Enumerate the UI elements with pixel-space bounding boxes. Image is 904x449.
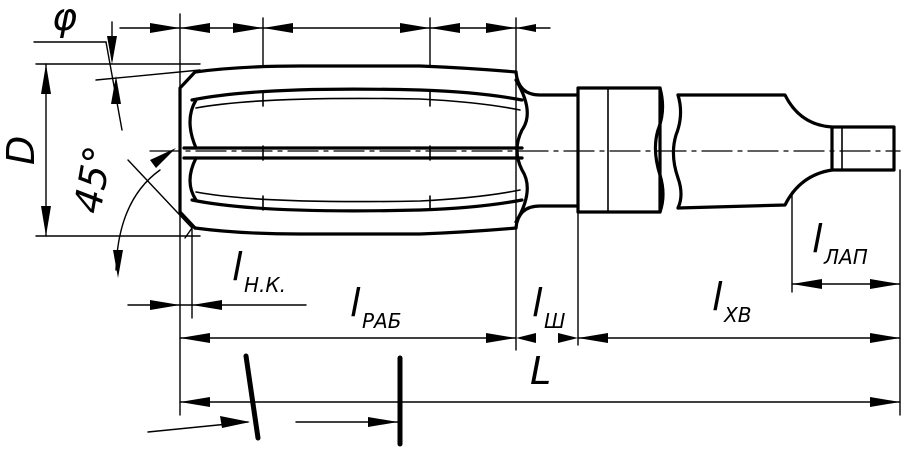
tang-length-dimension: l ЛАП (791, 217, 901, 289)
arrowhead (516, 333, 536, 343)
arrowhead (192, 300, 222, 310)
arrowhead (870, 333, 900, 343)
working-length-dimension: l РАБ (179, 281, 517, 343)
flute-line (190, 198, 524, 213)
angle-dimension: 45° (66, 143, 193, 278)
arrowhead (430, 23, 460, 33)
arrowhead (180, 397, 210, 407)
angle-arc (115, 169, 161, 271)
arrowhead (150, 300, 180, 310)
arrowhead (368, 417, 398, 427)
flutes (182, 87, 524, 213)
neck-top (514, 70, 580, 97)
arrowhead (870, 279, 900, 289)
angle-label: 45° (66, 143, 121, 217)
arrowhead (113, 250, 123, 278)
neck-bottom (514, 204, 580, 230)
arrowhead (41, 206, 51, 236)
neck-length-dimension: l Ш (516, 281, 578, 343)
neck-length-subscript: Ш (544, 309, 565, 333)
bottom-pointers (147, 353, 403, 447)
arrowhead (792, 279, 822, 289)
total-length-label: L (530, 349, 551, 393)
flute-end-right (514, 78, 529, 224)
phi-leader (105, 41, 123, 131)
neck-length-label: l (532, 281, 543, 325)
arrowhead (870, 397, 900, 407)
flute-line (195, 97, 521, 111)
arrowhead (41, 64, 51, 94)
arrowhead (150, 23, 180, 33)
shank-length-subscript: ХВ (723, 303, 751, 327)
break-line-right (671, 93, 683, 210)
top-dimension (119, 23, 551, 33)
shank-length-label: l (712, 275, 723, 319)
arrowhead (578, 333, 608, 343)
angle-leader (127, 159, 193, 229)
phi-label: φ (52, 0, 77, 39)
phi-dimension: φ (33, 0, 201, 131)
arrowhead (400, 23, 430, 33)
working-part-bottom-edge (193, 226, 518, 236)
angle-leader (184, 227, 193, 239)
tang (830, 125, 896, 172)
arrowhead (111, 76, 121, 104)
shank-length-dimension: l ХВ (577, 275, 901, 343)
arrowhead (558, 333, 578, 343)
flute-line (195, 189, 521, 203)
flute-end-left (188, 156, 198, 202)
arrowhead (516, 24, 536, 32)
cutting-chamfer (178, 70, 197, 230)
working-part-top-edge (193, 64, 518, 74)
extension-lines (35, 13, 901, 416)
shank-bottom (676, 168, 834, 210)
arrowhead (486, 23, 516, 33)
chamfer-length-dimension: l Н.К. (127, 245, 307, 310)
arrowhead (107, 36, 117, 64)
arrowhead (263, 23, 293, 33)
working-length-label: l (350, 281, 361, 325)
tool-outline (178, 64, 896, 236)
diameter-label: D (0, 136, 43, 165)
chamfer-length-subscript: Н.К. (244, 273, 286, 297)
working-length-subscript: РАБ (362, 309, 401, 333)
arrowhead (486, 333, 516, 343)
total-length-dimension: L (179, 349, 901, 407)
break-mark (243, 353, 261, 441)
arrowhead (220, 416, 250, 428)
arrowhead (180, 23, 210, 33)
arrowhead (150, 148, 176, 168)
arrowhead (233, 23, 263, 33)
arrowhead (180, 333, 210, 343)
flute-end-left (188, 98, 198, 150)
chamfer-length-label: l (232, 245, 243, 289)
phi-leader (95, 69, 201, 81)
tang-length-subscript: ЛАП (823, 245, 868, 269)
diameter-dimension: D (0, 63, 51, 237)
collar-block (576, 86, 662, 214)
shank-top (676, 93, 834, 129)
tang-length-label: l (812, 217, 823, 261)
flute-line (190, 87, 524, 102)
